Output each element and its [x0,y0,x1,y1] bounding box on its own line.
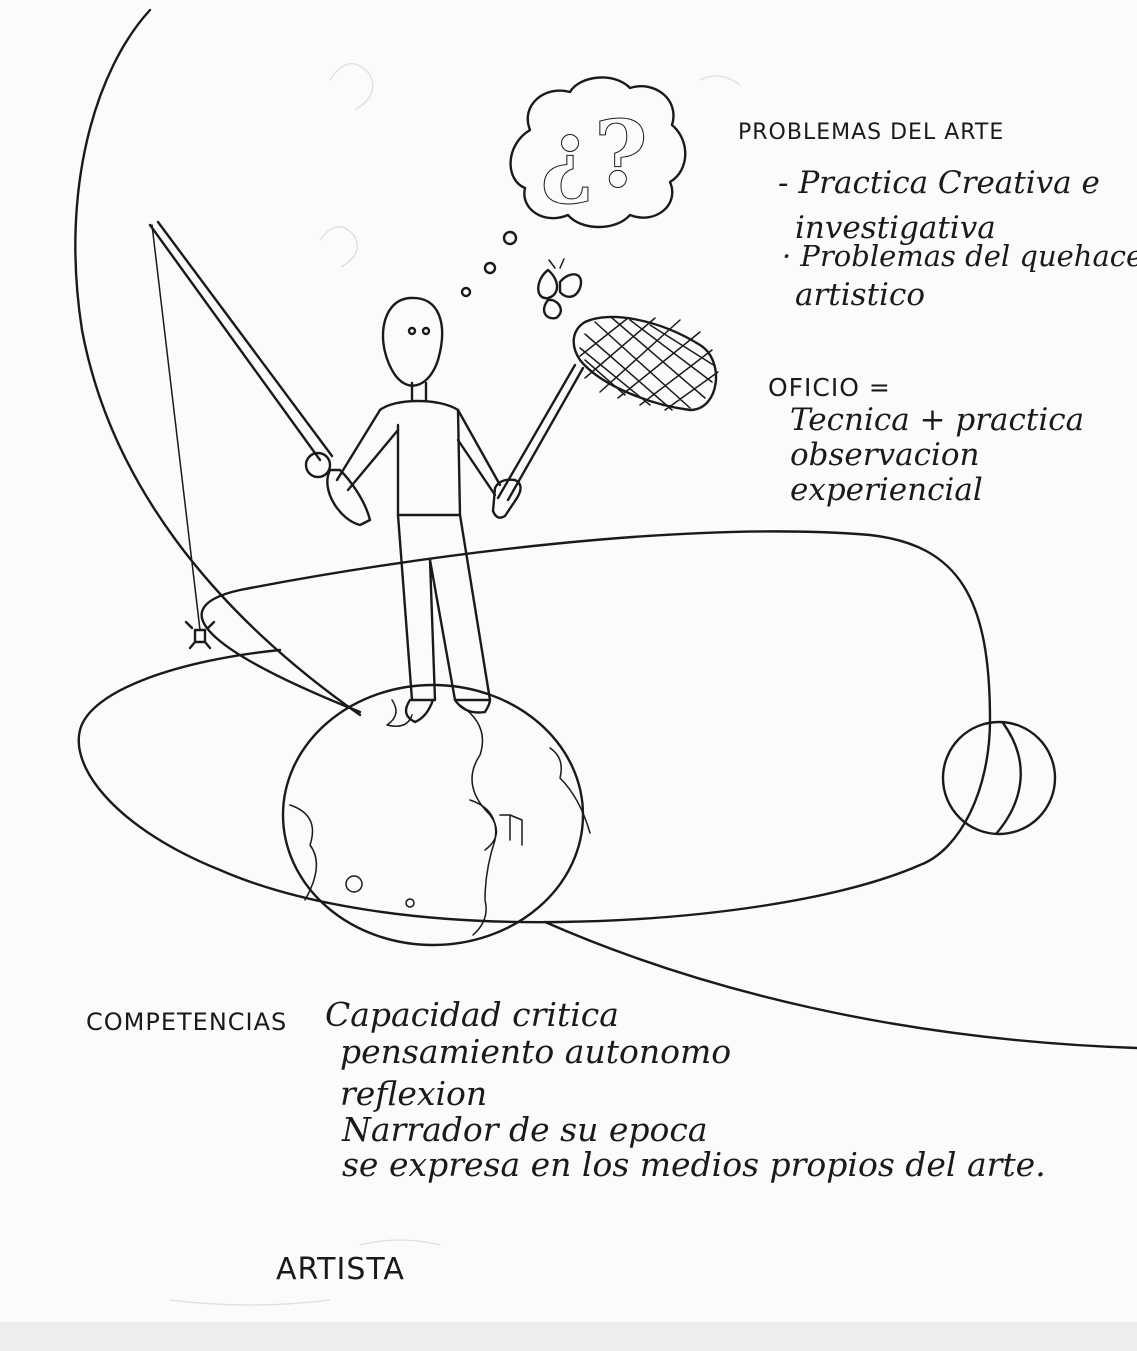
fishing-rod [148,220,372,631]
oficio-line-1: Tecnica + practica [790,402,1085,438]
competencias-line-3: reflexion [340,1074,488,1113]
competencias-label: COMPETENCIAS [86,1008,288,1036]
outer-orbit-arc-lower [543,920,1137,1050]
problems-heading: PROBLEMAS DEL ARTE [738,120,1005,145]
problems-item-2: investigativa [795,210,996,246]
butterfly [537,258,583,320]
fly [184,620,216,650]
problems-item-1: - Practica Creativa e [778,165,1100,201]
thought-bubble [460,76,687,298]
competencias-line-2: pensamiento autonomo [340,1032,732,1071]
show-through-marks [169,63,741,1306]
caption-artista: ARTISTA [276,1252,405,1287]
moon [941,720,1057,836]
stick-figure [335,296,502,724]
problems-item-4: artistico [795,277,925,313]
problems-item-3: · Problemas del quehacer [782,239,1137,273]
outer-orbit-arc [74,8,362,717]
globe [281,683,591,947]
oficio-line-3: experiencial [790,472,983,508]
competencias-line-5: se expresa en los medios propios del art… [342,1145,1046,1184]
orbit-ellipse [77,530,992,924]
question-marks: ¿? [540,100,649,208]
competencias-line-4: Narrador de su epoca [342,1110,708,1149]
butterfly-net [491,315,719,519]
scan-bottom-band [0,1322,1137,1351]
oficio-heading: OFICIO = [768,373,891,402]
oficio-line-2: observacion [790,437,980,473]
competencias-line-1: Capacidad critica [325,995,619,1034]
